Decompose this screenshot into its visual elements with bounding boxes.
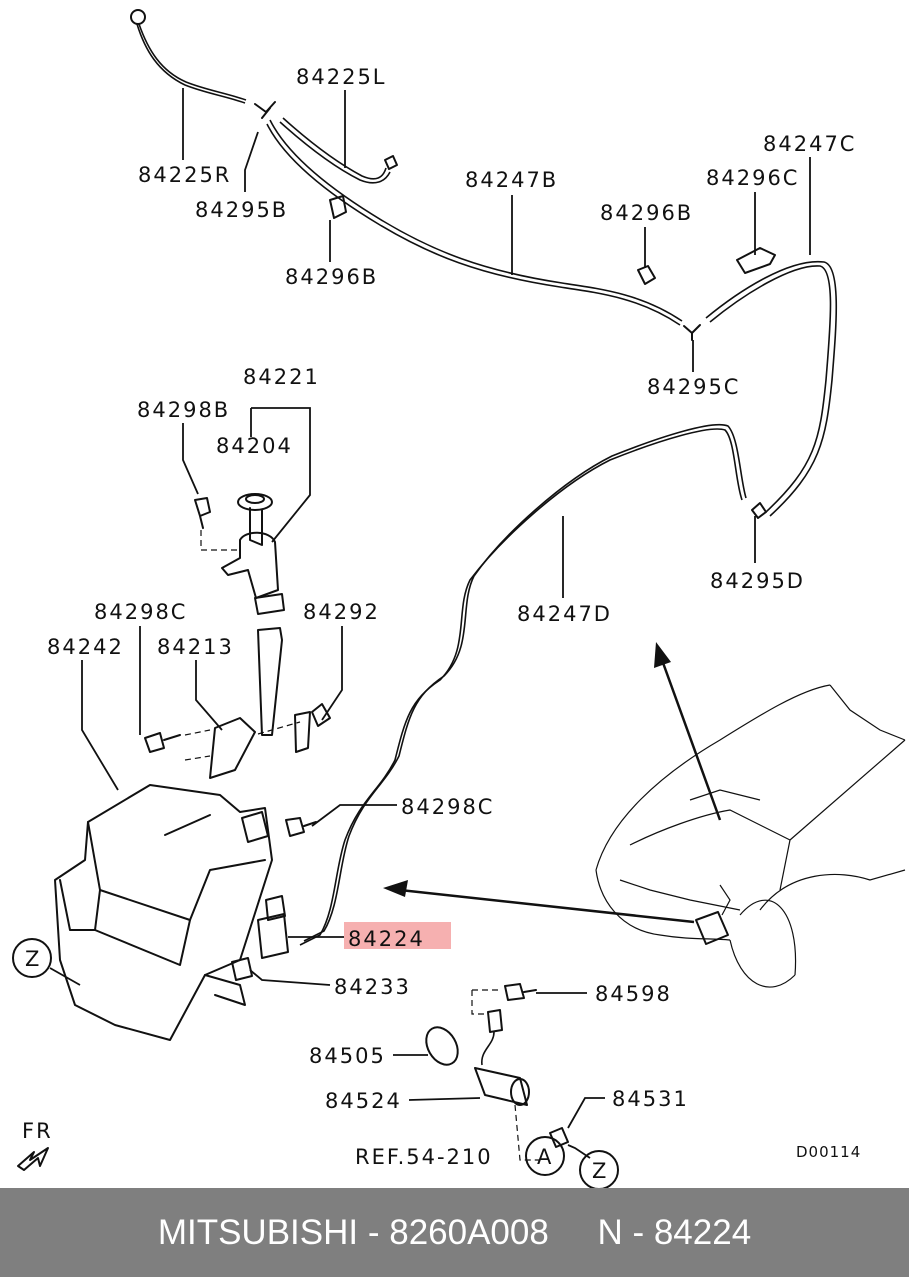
label-84296C: 84296C: [706, 166, 799, 190]
washer-tank: [54, 784, 273, 1041]
hose-84247D: [299, 423, 767, 946]
diagram-code: D00114: [796, 1143, 861, 1161]
label-84295B: 84295B: [195, 198, 288, 222]
leader-lines: [49, 88, 811, 1159]
part-number-footer: MITSUBISHI - 8260A008 N - 84224: [0, 1188, 909, 1277]
label-84292: 84292: [303, 600, 380, 624]
marker-a: A: [537, 1145, 553, 1169]
label-84247D: 84247D: [517, 602, 612, 626]
callout-labels: 84225L 84225R 84295B 84296B 84247B 84296…: [47, 65, 856, 1169]
pump-exploded-view: [425, 983, 569, 1161]
label-84295D: 84295D: [710, 569, 805, 593]
label-84505: 84505: [309, 1044, 386, 1068]
marker-z-left: Z: [25, 947, 41, 971]
label-84242: 84242: [47, 635, 124, 659]
washer-system-diagram: 84225L 84225R 84295B 84296B 84247B 84296…: [12, 9, 906, 1188]
footer-part-text: MITSUBISHI - 8260A008 N - 84224: [157, 1212, 752, 1252]
highlight-box-84224: [344, 922, 451, 949]
label-84225R: 84225R: [138, 163, 231, 187]
label-84204: 84204: [216, 434, 293, 458]
label-84298B: 84298B: [137, 398, 230, 422]
vehicle-locator-view: [595, 684, 906, 988]
label-84296B-lower: 84296B: [285, 265, 378, 289]
label-84247B: 84247B: [465, 168, 558, 192]
label-84225L: 84225L: [296, 65, 387, 89]
label-84224: 84224: [348, 927, 425, 951]
label-84524: 84524: [325, 1089, 402, 1113]
rear-washer-hoses: [130, 9, 838, 517]
label-84298C-upper: 84298C: [94, 600, 187, 624]
label-84531: 84531: [612, 1087, 689, 1111]
label-84598: 84598: [595, 982, 672, 1006]
label-84247C: 84247C: [763, 132, 856, 156]
label-84221: 84221: [243, 365, 320, 389]
label-84233: 84233: [334, 975, 411, 999]
washer-pump: [231, 895, 289, 981]
circle-markers: Z Z A: [12, 938, 619, 1188]
label-ref: REF.54-210: [355, 1145, 493, 1169]
bracket-84213: [144, 703, 331, 837]
marker-z-right: Z: [592, 1159, 608, 1183]
label-84295C: 84295C: [647, 375, 740, 399]
label-84296B-upper: 84296B: [600, 201, 693, 225]
filler-neck-assembly: [194, 493, 285, 736]
direction-arrows: [383, 642, 722, 924]
label-84213: 84213: [157, 635, 234, 659]
label-84298C-lower: 84298C: [401, 795, 494, 819]
front-direction-indicator: FR: [17, 1119, 53, 1171]
fr-label: FR: [22, 1119, 53, 1143]
